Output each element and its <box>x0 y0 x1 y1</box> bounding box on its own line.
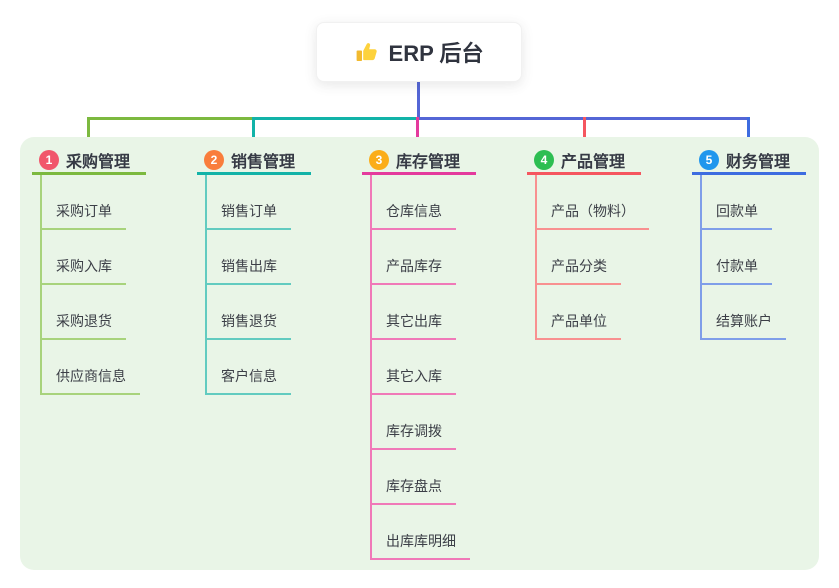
child-node[interactable]: 产品（物料） <box>535 175 649 230</box>
child-label: 付款单 <box>716 258 758 274</box>
child-node[interactable]: 采购退货 <box>40 285 126 340</box>
bus-segment-teal <box>254 117 418 120</box>
branch-children: 回款单付款单结算账户 <box>700 175 806 340</box>
child-node[interactable]: 结算账户 <box>700 285 786 340</box>
branch-node[interactable]: 1 采购管理 <box>32 147 146 175</box>
branches-panel <box>20 137 819 570</box>
child-label: 客户信息 <box>221 368 277 384</box>
child-label: 采购退货 <box>56 313 112 329</box>
child-label: 产品库存 <box>386 258 442 274</box>
child-node[interactable]: 产品分类 <box>535 230 621 285</box>
child-label: 其它入库 <box>386 368 442 384</box>
drop-line-branch-1 <box>87 117 90 147</box>
branch-5: 5 财务管理回款单付款单结算账户 <box>692 147 806 340</box>
child-label: 销售出库 <box>221 258 277 274</box>
branch-label: 库存管理 <box>396 153 461 171</box>
branch-label: 采购管理 <box>66 153 131 171</box>
child-node[interactable]: 采购入库 <box>40 230 126 285</box>
branch-label: 产品管理 <box>561 153 626 171</box>
branch-node[interactable]: 2 销售管理 <box>197 147 311 175</box>
branch-1: 1 采购管理采购订单采购入库采购退货供应商信息 <box>32 147 146 395</box>
root-title: ERP 后台 <box>388 41 484 66</box>
child-node[interactable]: 销售出库 <box>205 230 291 285</box>
child-label: 采购订单 <box>56 203 112 219</box>
child-label: 出库库明细 <box>386 533 456 549</box>
branch-number-badge: 1 <box>39 149 59 170</box>
child-label: 供应商信息 <box>56 368 126 384</box>
child-node[interactable]: 出库库明细 <box>370 505 470 560</box>
child-node[interactable]: 销售退货 <box>205 285 291 340</box>
child-node[interactable]: 回款单 <box>700 175 772 230</box>
root-node[interactable]: ERP 后台 <box>316 22 522 82</box>
drop-line-branch-3 <box>416 117 419 147</box>
child-label: 库存盘点 <box>386 478 442 494</box>
child-label: 其它出库 <box>386 313 442 329</box>
branch-trunk-line <box>535 175 537 340</box>
child-node[interactable]: 销售订单 <box>205 175 291 230</box>
child-node[interactable]: 其它入库 <box>370 340 456 395</box>
branch-children: 采购订单采购入库采购退货供应商信息 <box>40 175 146 395</box>
child-node[interactable]: 供应商信息 <box>40 340 140 395</box>
branch-node[interactable]: 3 库存管理 <box>362 147 476 175</box>
child-node[interactable]: 其它出库 <box>370 285 456 340</box>
child-node[interactable]: 库存调拨 <box>370 395 456 450</box>
child-label: 回款单 <box>716 203 758 219</box>
child-label: 结算账户 <box>716 313 772 329</box>
child-label: 销售订单 <box>221 203 277 219</box>
branch-children: 产品（物料） 产品分类产品单位 <box>535 175 649 340</box>
child-node[interactable]: 产品库存 <box>370 230 456 285</box>
branch-node[interactable]: 5 财务管理 <box>692 147 806 175</box>
branch-number-badge: 5 <box>699 149 719 170</box>
drop-line-branch-5 <box>747 117 750 147</box>
root-connector-line <box>417 82 420 118</box>
branch-trunk-line <box>700 175 702 340</box>
branch-number-badge: 3 <box>369 149 389 170</box>
branch-3: 3 库存管理仓库信息产品库存其它出库其它入库库存调拨库存盘点出库库明细 <box>362 147 476 560</box>
child-node[interactable]: 付款单 <box>700 230 772 285</box>
branch-trunk-line <box>370 175 372 560</box>
branch-label: 财务管理 <box>726 153 791 171</box>
child-label: 产品单位 <box>551 313 607 329</box>
branch-children: 销售订单销售出库销售退货客户信息 <box>205 175 311 395</box>
child-label: 产品分类 <box>551 258 607 274</box>
drop-line-branch-2 <box>252 117 255 147</box>
branch-label: 销售管理 <box>231 153 296 171</box>
child-node[interactable]: 客户信息 <box>205 340 291 395</box>
child-label: 采购入库 <box>56 258 112 274</box>
branch-children: 仓库信息产品库存其它出库其它入库库存调拨库存盘点出库库明细 <box>370 175 476 560</box>
branch-number-badge: 2 <box>204 149 224 170</box>
thumbs-up-icon <box>355 40 379 64</box>
child-node[interactable]: 采购订单 <box>40 175 126 230</box>
branch-4: 4 产品管理产品（物料） 产品分类产品单位 <box>527 147 649 340</box>
branch-trunk-line <box>205 175 207 395</box>
child-label: 产品（物料） <box>551 203 635 219</box>
child-node[interactable]: 产品单位 <box>535 285 621 340</box>
child-label: 库存调拨 <box>386 423 442 439</box>
branch-node[interactable]: 4 产品管理 <box>527 147 641 175</box>
child-node[interactable]: 仓库信息 <box>370 175 456 230</box>
branch-trunk-line <box>40 175 42 395</box>
branch-2: 2 销售管理销售订单销售出库销售退货客户信息 <box>197 147 311 395</box>
child-node[interactable]: 库存盘点 <box>370 450 456 505</box>
child-label: 仓库信息 <box>386 203 442 219</box>
bus-segment-green <box>87 117 254 120</box>
branch-number-badge: 4 <box>534 149 554 170</box>
drop-line-branch-4 <box>583 117 586 147</box>
child-label: 销售退货 <box>221 313 277 329</box>
